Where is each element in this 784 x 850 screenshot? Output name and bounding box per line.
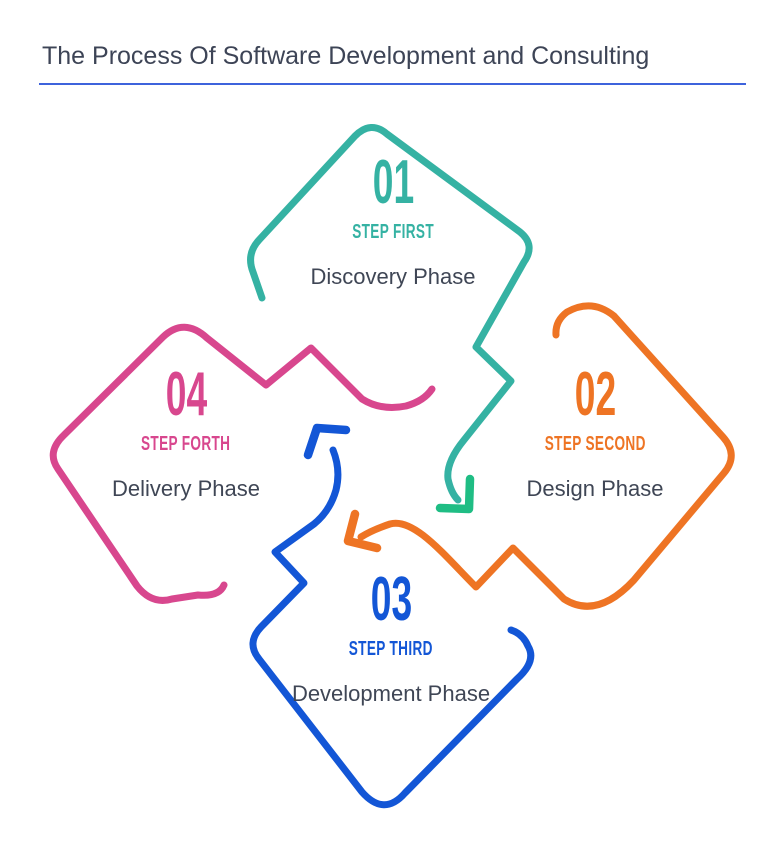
title-underline bbox=[39, 83, 746, 85]
step-label: STEP THIRD bbox=[348, 638, 433, 660]
step-block-03: 03 STEP THIRD Development Phase bbox=[261, 569, 521, 705]
step-04-diamond bbox=[49, 323, 436, 604]
phase-name: Development Phase bbox=[291, 681, 491, 706]
page-title: The Process Of Software Development and … bbox=[42, 42, 650, 70]
step-number: 03 bbox=[370, 565, 412, 634]
step-label: STEP SECOND bbox=[544, 433, 646, 455]
step-02-diamond bbox=[343, 302, 735, 610]
step-number: 01 bbox=[372, 148, 414, 217]
step-label: STEP FORTH bbox=[141, 433, 231, 455]
step-01-diamond bbox=[247, 124, 533, 504]
phase-name: Delivery Phase bbox=[112, 476, 260, 501]
arrow-01-to-02-head-icon bbox=[435, 474, 475, 514]
phase-name: Discovery Phase bbox=[310, 264, 476, 289]
step-number: 04 bbox=[165, 360, 207, 429]
phase-name: Design Phase bbox=[526, 476, 664, 501]
arrow-02-to-03-head-icon bbox=[343, 509, 382, 553]
step-block-04: 04 STEP FORTH Delivery Phase bbox=[56, 364, 316, 500]
arrow-03-to-04-head-icon bbox=[303, 423, 351, 460]
step-number: 02 bbox=[574, 360, 616, 429]
step-block-01: 01 STEP FIRST Discovery Phase bbox=[263, 152, 523, 288]
step-03-diamond bbox=[249, 423, 535, 809]
step-block-02: 02 STEP SECOND Design Phase bbox=[465, 364, 725, 500]
step-label: STEP FIRST bbox=[352, 221, 434, 243]
